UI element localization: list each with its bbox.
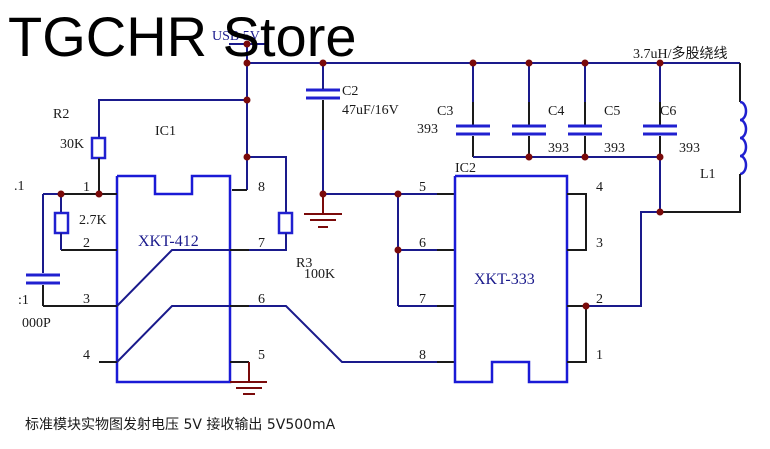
ground-ic1	[230, 362, 267, 395]
cap-bank	[456, 63, 677, 212]
r1-value: 2.7K	[79, 213, 107, 228]
ground-c2	[304, 194, 342, 228]
ic2-pin-1: 1	[596, 348, 603, 363]
resistor-r2	[90, 136, 107, 160]
c1-ref2-partial: :1	[18, 293, 29, 308]
c6-value: 393	[679, 141, 700, 156]
junction-dots	[57, 40, 664, 310]
wire-ic1-ic2	[249, 305, 440, 363]
r3-ref: R3	[296, 256, 312, 271]
ic2-pin-2: 2	[596, 292, 603, 307]
r2-ref: R2	[53, 107, 69, 122]
c2-value: 47uF/16V	[342, 103, 399, 118]
ic2-pin-7: 7	[419, 292, 426, 307]
c2-ref: C2	[342, 84, 358, 99]
ic1-pin-3: 3	[83, 292, 90, 307]
c3-ref: C3	[437, 104, 453, 119]
ic1-ref: IC1	[155, 124, 176, 139]
ic2-part: XKT-333	[474, 271, 535, 288]
ic2-left-bus	[323, 193, 455, 363]
l1-ref: L1	[700, 167, 716, 182]
ic1-pin-8: 8	[258, 180, 265, 195]
ic2-pin-6: 6	[419, 236, 426, 251]
c5-value: 393	[604, 141, 625, 156]
ic2-ref: IC2	[455, 161, 476, 176]
c4-ref: C4	[548, 104, 564, 119]
r2-value: 30K	[60, 137, 84, 152]
c4-value: 393	[548, 141, 569, 156]
c1-ref-partial: .1	[14, 179, 25, 194]
ic1-pin-5: 5	[258, 348, 265, 363]
c5-ref: C5	[604, 104, 620, 119]
power-label: USB 5V	[212, 29, 260, 44]
ic1-pin-4: 4	[83, 348, 90, 363]
caption: 标准模块实物图发射电压 5V 接收输出 5V500mA	[25, 416, 336, 433]
r1-c1-network	[26, 193, 70, 306]
ic1-pin-2: 2	[83, 236, 90, 251]
r3-value: 100K	[304, 267, 335, 282]
watermark: TGCHR Store	[8, 5, 357, 68]
resistor-r1	[53, 211, 70, 235]
ic2	[453, 174, 660, 384]
ic2-pin-8: 8	[419, 348, 426, 363]
ic1-pin-7: 7	[258, 236, 265, 251]
ic2-pin-3: 3	[596, 236, 603, 251]
l1-value: 3.7uH/多股绕线	[633, 45, 728, 62]
c3-value: 393	[417, 122, 438, 137]
inductor-l1	[660, 63, 748, 213]
c6-ref: C6	[660, 104, 676, 119]
ic2-pin-5: 5	[419, 180, 426, 195]
ic1-pin-1: 1	[83, 180, 90, 195]
r3-branch	[232, 156, 294, 251]
ic2-pin-4: 4	[596, 180, 603, 195]
r2-branch	[90, 99, 247, 194]
c2	[306, 63, 340, 194]
ic1-part: XKT-412	[138, 233, 199, 250]
ic1-pin-6: 6	[258, 292, 265, 307]
c1-value: 000P	[22, 316, 51, 331]
ic1	[43, 174, 249, 384]
resistor-r3	[277, 211, 294, 235]
